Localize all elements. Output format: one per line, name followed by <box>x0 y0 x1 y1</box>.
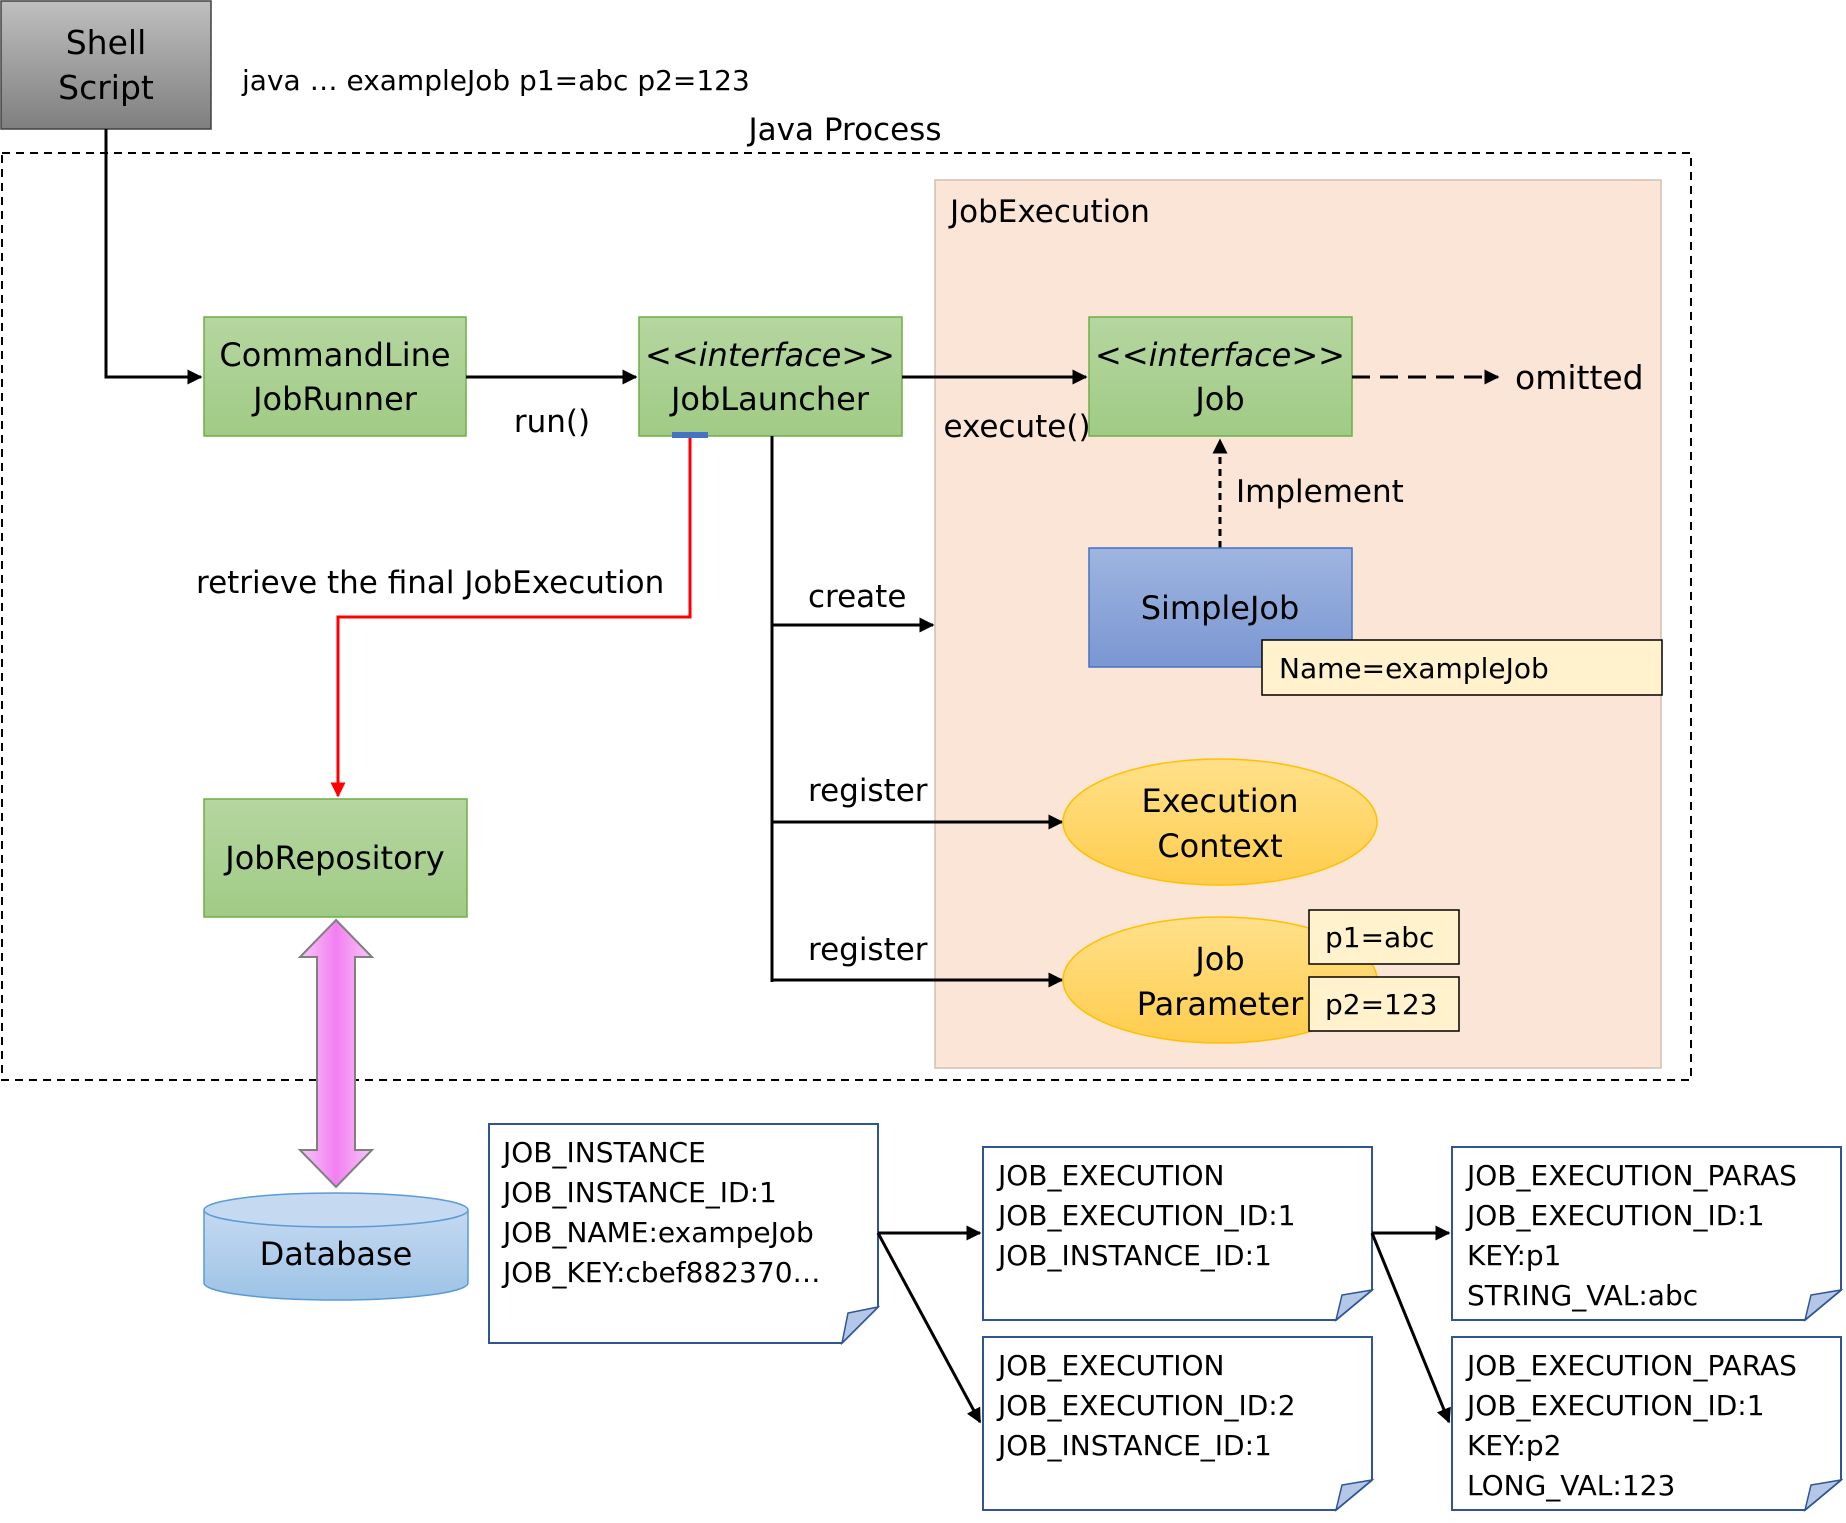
doc-line: JOB_EXECUTION <box>996 1349 1224 1382</box>
java-process-label: Java Process <box>747 112 942 148</box>
launcher-connector-mark <box>672 432 708 438</box>
doc-line: JOB_EXECUTION_ID:2 <box>996 1389 1296 1422</box>
implement-label: Implement <box>1236 474 1404 510</box>
param-p2-text: p2=123 <box>1325 988 1438 1021</box>
retrieve-label: retrieve the final JobExecution <box>196 565 664 601</box>
param-p1-text: p1=abc <box>1325 921 1434 954</box>
execute-label: execute() <box>943 409 1090 445</box>
command-line-job-runner: CommandLine JobRunner <box>203 316 467 437</box>
doc-line: STRING_VAL:abc <box>1467 1279 1698 1312</box>
job-launcher-stereotype: <<interface>> <box>645 336 895 374</box>
java-process-boundary <box>1 152 1692 1081</box>
shell-to-runner-arrow <box>104 129 203 385</box>
job-launcher-name: JobLauncher <box>669 380 870 418</box>
doc-line: JOB_EXECUTION_PARAS <box>1465 1349 1797 1382</box>
doc-line: JOB_EXECUTION_PARAS <box>1465 1159 1797 1192</box>
job-execution-doc-2: JOB_EXECUTION JOB_EXECUTION_ID:2 JOB_INS… <box>982 1336 1375 1513</box>
simple-job-label: SimpleJob <box>1141 589 1300 627</box>
job-repository: JobRepository <box>203 798 468 918</box>
runner-line-2: JobRunner <box>251 380 418 418</box>
execution-context-line-2: Context <box>1157 827 1282 865</box>
shell-script-box: Shell Script <box>0 0 212 130</box>
doc-line: JOB_EXECUTION <box>996 1159 1224 1192</box>
job-execution-doc-1: JOB_EXECUTION JOB_EXECUTION_ID:1 JOB_INS… <box>982 1146 1375 1323</box>
repository-database-arrow <box>297 918 375 1189</box>
retrieve-arrow <box>330 436 692 798</box>
execution-context-line-1: Execution <box>1141 782 1298 820</box>
shell-script-line-1: Shell <box>66 23 147 62</box>
job-name-note: Name=exampleJob <box>1261 639 1663 696</box>
job-name-note-text: Name=exampleJob <box>1279 652 1549 685</box>
execution-to-paras-2-arrow <box>1370 1232 1451 1424</box>
job-launcher: <<interface>> JobLauncher <box>638 316 903 437</box>
doc-line: LONG_VAL:123 <box>1467 1469 1675 1502</box>
instance-to-execution-2-arrow <box>876 1232 982 1424</box>
create-label: create <box>808 579 906 615</box>
doc-line: KEY:p2 <box>1467 1429 1561 1462</box>
database-label: Database <box>260 1235 413 1273</box>
job-name: Job <box>1193 380 1244 418</box>
command-line-text: java … exampleJob p1=abc p2=123 <box>241 64 750 97</box>
doc-line: JOB_INSTANCE_ID:1 <box>996 1239 1272 1272</box>
job-parameter: Job Parameter <box>1062 916 1378 1044</box>
job-execution-paras-doc-1: JOB_EXECUTION_PARAS JOB_EXECUTION_ID:1 K… <box>1451 1146 1844 1323</box>
job-repository-label: JobRepository <box>223 839 444 877</box>
job-stereotype: <<interface>> <box>1095 336 1345 374</box>
doc-line: JOB_KEY:cbef882370… <box>501 1256 821 1289</box>
execution-context: Execution Context <box>1062 758 1378 886</box>
doc-line: JOB_INSTANCE_ID:1 <box>501 1176 777 1209</box>
doc-line: JOB_EXECUTION_ID:1 <box>1465 1389 1765 1422</box>
job-parameter-line-1: Job <box>1193 940 1244 978</box>
param-p1-note: p1=abc <box>1308 909 1460 965</box>
job-instance-doc: JOB_INSTANCE JOB_INSTANCE_ID:1 JOB_NAME:… <box>488 1123 881 1346</box>
job-parameter-line-2: Parameter <box>1137 985 1304 1023</box>
doc-line: JOB_INSTANCE_ID:1 <box>996 1429 1272 1462</box>
doc-line: JOB_EXECUTION_ID:1 <box>996 1199 1296 1232</box>
omitted-label: omitted <box>1515 358 1644 397</box>
database: Database <box>203 1192 469 1301</box>
doc-line: JOB_NAME:exampeJob <box>501 1216 814 1249</box>
shell-script-line-2: Script <box>58 68 154 107</box>
doc-line: JOB_INSTANCE <box>501 1136 706 1169</box>
job-interface: <<interface>> Job <box>1088 316 1353 437</box>
runner-line-1: CommandLine <box>219 336 450 374</box>
doc-line: JOB_EXECUTION_ID:1 <box>1465 1199 1765 1232</box>
doc-line: KEY:p1 <box>1467 1239 1561 1272</box>
param-p2-note: p2=123 <box>1308 976 1460 1032</box>
register-context-label: register <box>808 773 928 809</box>
register-parameter-label: register <box>808 932 928 968</box>
job-execution-paras-doc-2: JOB_EXECUTION_PARAS JOB_EXECUTION_ID:1 K… <box>1451 1336 1844 1513</box>
job-execution-label: JobExecution <box>948 194 1150 230</box>
run-label: run() <box>514 404 590 440</box>
